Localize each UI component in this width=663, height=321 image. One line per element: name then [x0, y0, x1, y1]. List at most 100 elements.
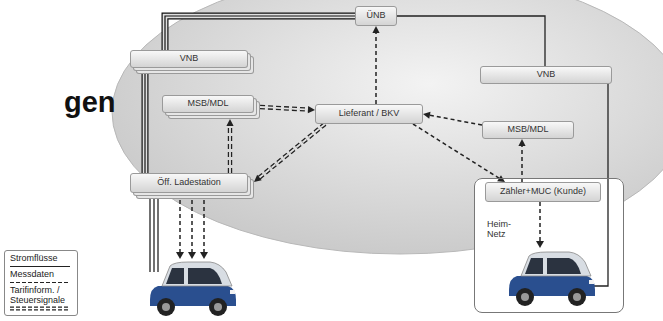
actor-box: VNB [480, 66, 612, 84]
legend-entry: Stromflüsse [10, 254, 72, 269]
car-light [230, 290, 235, 294]
box-label: MSB/MDL [507, 125, 548, 135]
connector-line [397, 16, 545, 66]
home-network-frame: Heim- Netz Zähler+MUC (Kunde) [474, 178, 624, 313]
car-hub [521, 293, 529, 301]
flow-connector [145, 68, 146, 173]
data-wire [191, 200, 193, 252]
connector-line [521, 144, 523, 182]
legend-text: Stromflüsse [10, 253, 58, 263]
home-ground [474, 178, 624, 313]
legend-line [10, 266, 70, 267]
car-hub [214, 303, 222, 311]
actor-box: MSB/MDL [482, 121, 574, 139]
connector-line [228, 124, 232, 173]
legend-sample [10, 306, 70, 311]
data-wire [539, 202, 541, 241]
connector-line [258, 124, 325, 179]
legend-entry: Messdaten [10, 270, 72, 285]
data-wire [203, 200, 205, 252]
flow-connector [608, 84, 609, 178]
heading-fragment: gen [64, 88, 116, 117]
flow-connector [518, 139, 525, 182]
connector-line [165, 16, 355, 50]
car-wheel [157, 298, 175, 316]
arrow-head [176, 252, 184, 259]
car-light [589, 280, 594, 284]
box-label: ÜNB [366, 11, 385, 21]
actor-box: Zähler+MUC (Kunde) [485, 182, 601, 202]
connector-line [165, 16, 355, 50]
legend-line [10, 309, 70, 310]
connector-line [375, 31, 377, 104]
connector-line [165, 16, 355, 50]
actor-box: Lieferant / BKV [315, 104, 423, 124]
car-cabin [521, 252, 591, 276]
car-icon [509, 252, 595, 306]
power-wire [157, 193, 158, 272]
legend-text: Tarifinform. / Steuersignale [10, 285, 65, 305]
connector-line [144, 68, 145, 173]
arrow-head [518, 139, 525, 146]
connector-line [260, 107, 310, 110]
actor-box: ÜNB [355, 6, 397, 26]
box-label: VNB [537, 70, 556, 80]
arrow-head [372, 26, 379, 33]
arrow-head [423, 112, 431, 119]
car-wheel [516, 288, 534, 306]
actor-box: Öff. Ladestation [130, 173, 248, 193]
car-icon [150, 262, 236, 316]
data-wire [179, 200, 181, 252]
arrow-head [226, 119, 233, 126]
flow-connector [397, 16, 545, 66]
legend-box: StromflüsseMessdatenTarifinform. / Steue… [4, 250, 78, 316]
connector-line [229, 124, 231, 173]
flow-connector [226, 119, 233, 173]
power-wires [150, 193, 158, 272]
box-label: Lieferant / BKV [339, 109, 400, 119]
legend-sample [10, 280, 70, 285]
arrow-heads [176, 241, 544, 259]
arrow-head [188, 252, 196, 259]
connector-line [143, 68, 148, 173]
connector-line [260, 107, 310, 110]
car-window [166, 268, 184, 284]
box-label: VNB [180, 54, 199, 64]
data-wires [180, 200, 540, 252]
car-wheel [568, 288, 586, 306]
legend-entry: Tarifinform. / Steuersignale [10, 286, 72, 311]
power-wire [153, 193, 154, 272]
box-label: Zähler+MUC (Kunde) [500, 187, 586, 197]
flow-connector [254, 124, 325, 182]
connector-line [258, 124, 325, 179]
legend-line [10, 306, 70, 307]
actor-box: MSB/MDL [162, 95, 254, 113]
arrow-head [308, 106, 315, 113]
connector-line [142, 68, 149, 173]
car-hub [162, 303, 170, 311]
arrow-head [200, 252, 208, 259]
arrow-head [254, 175, 262, 182]
car-window [525, 258, 543, 274]
car-window [188, 268, 222, 284]
connector-line [428, 115, 482, 125]
box-label: MSB/MDL [187, 99, 228, 109]
connector-line [607, 84, 608, 178]
box-label: Öff. Ladestation [157, 178, 220, 188]
legend-line [10, 282, 70, 283]
actor-box: VNB [130, 50, 248, 68]
flow-connector [372, 26, 379, 104]
car-wheel [209, 298, 227, 316]
legend-sample [10, 264, 70, 269]
car-hub [573, 293, 581, 301]
flow-connector [423, 112, 482, 125]
car-cabin [162, 262, 232, 286]
flow-connector [165, 16, 355, 50]
legend-text: Messdaten [10, 269, 54, 279]
power-wire [149, 193, 150, 272]
car-window [547, 258, 581, 274]
region-label: Heim- Netz [487, 219, 517, 240]
flow-connector [260, 106, 315, 113]
